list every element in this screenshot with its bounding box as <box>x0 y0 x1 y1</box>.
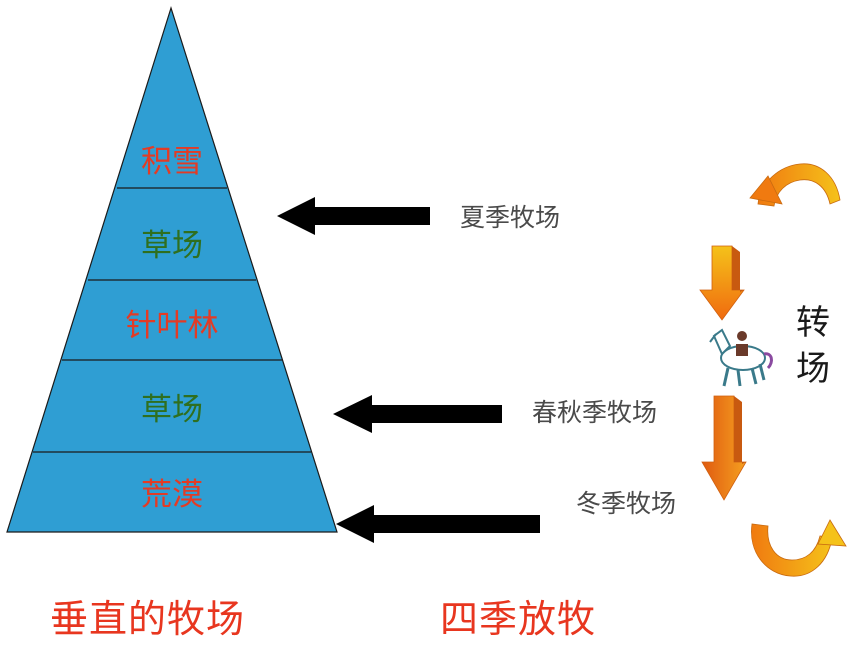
summer-arrow <box>277 197 430 235</box>
zone-label-conifer: 针叶林 <box>126 308 219 344</box>
pasture-label-winter: 冬季牧场 <box>576 489 676 518</box>
pasture-label-summer: 夏季牧场 <box>460 203 560 232</box>
down-arrow-lower-icon <box>701 395 747 501</box>
curved-arrow-bottom-icon <box>751 519 847 577</box>
zone-label-desert: 荒漠 <box>141 477 203 513</box>
left-arrow-icon <box>336 505 540 543</box>
winter-arrow <box>336 505 540 543</box>
caption-four-seasons: 四季放牧 <box>440 597 597 641</box>
pyramid-body <box>6 6 338 533</box>
down-arrow-upper-icon <box>699 245 745 321</box>
transfer-label-line2: 场 <box>796 349 830 389</box>
transfer-label: 转 场 <box>793 300 833 392</box>
left-arrow-icon <box>333 395 502 433</box>
zone-label-meadow-lower: 草场 <box>141 392 203 428</box>
caption-vertical-pasture: 垂直的牧场 <box>50 597 246 641</box>
horse-icon <box>709 328 773 387</box>
zone-label-snow: 积雪 <box>141 144 203 180</box>
spring-autumn-arrow <box>333 395 502 433</box>
curved-arrow-top-icon <box>749 163 841 207</box>
zone-label-meadow-upper: 草场 <box>141 228 203 264</box>
left-arrow-icon <box>277 197 430 235</box>
pasture-label-spring-autumn: 春秋季牧场 <box>532 398 657 427</box>
pyramid: 积雪 草场 针叶林 草场 荒漠 <box>6 6 338 533</box>
transfer-label-line1: 转 <box>796 303 830 343</box>
